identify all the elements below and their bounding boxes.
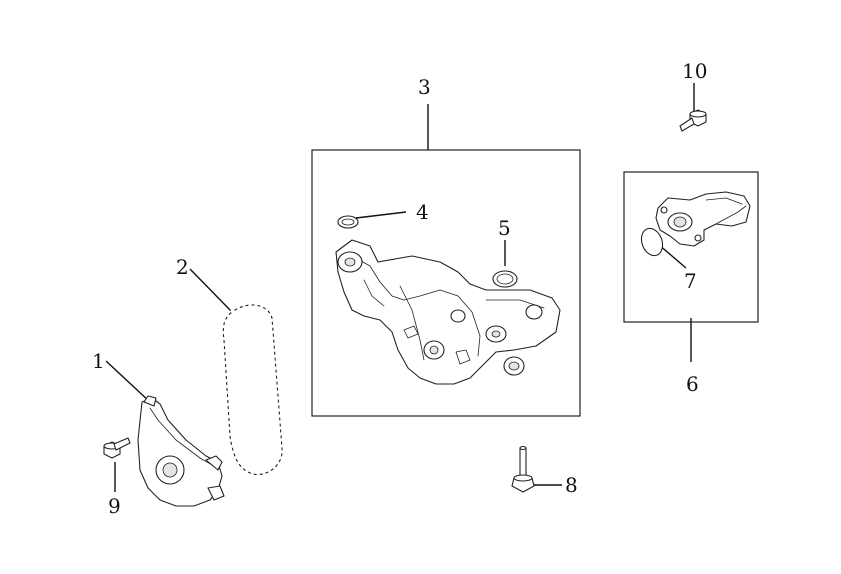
cover-bolt-part[interactable]	[103, 437, 131, 459]
pickup-pipe-frame	[623, 171, 759, 323]
callout-10[interactable]: 10	[682, 59, 707, 83]
callout-5[interactable]: 5	[498, 216, 511, 240]
leader-lines	[105, 83, 695, 492]
pickup-o-ring-part[interactable]	[638, 225, 666, 258]
callout-8[interactable]: 8	[565, 473, 578, 497]
long-bolt-part[interactable]	[511, 445, 535, 493]
oil-pickup-pipe-part[interactable]	[655, 191, 751, 247]
oil-pump-part[interactable]	[335, 239, 561, 385]
callout-3[interactable]: 3	[418, 75, 431, 99]
oil-pump-frame	[311, 149, 581, 417]
timing-chain-part[interactable]	[221, 302, 285, 477]
leader-1	[105, 360, 151, 403]
leader-2	[189, 268, 233, 313]
callout-7[interactable]: 7	[684, 269, 697, 293]
callout-2[interactable]: 2	[176, 255, 189, 279]
short-bolt-part[interactable]	[679, 109, 707, 132]
small-seal-ring-part[interactable]	[337, 215, 359, 229]
leader-4	[355, 211, 407, 219]
callout-4[interactable]: 4	[416, 200, 429, 224]
callout-9[interactable]: 9	[108, 494, 121, 518]
callout-1[interactable]: 1	[92, 349, 105, 373]
chain-cover-part[interactable]	[137, 395, 225, 507]
callout-6[interactable]: 6	[686, 372, 699, 396]
large-seal-ring-part[interactable]	[492, 270, 518, 288]
